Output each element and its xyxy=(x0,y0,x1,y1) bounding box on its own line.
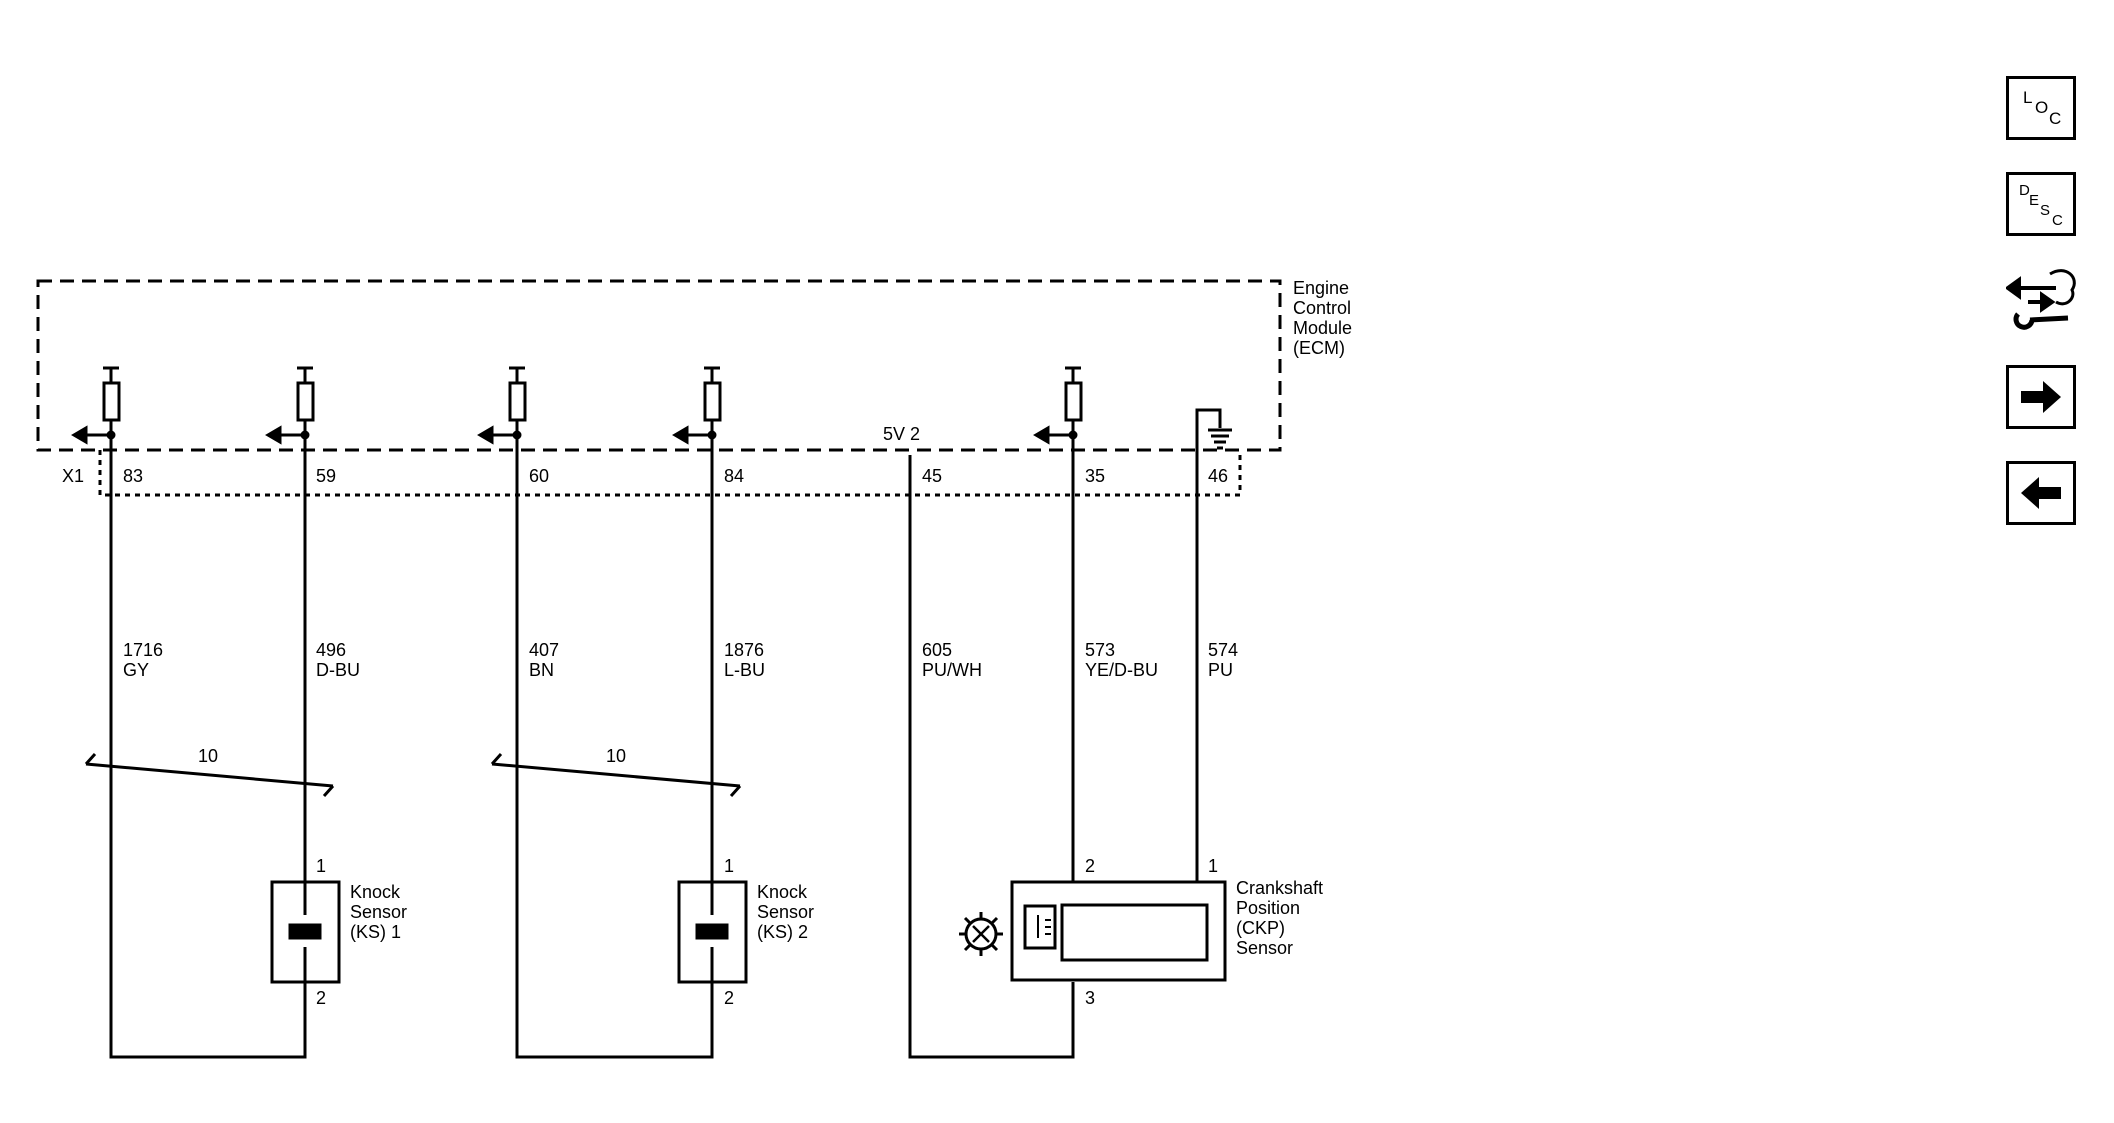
ckp-sensor xyxy=(1010,880,1227,982)
desc-letter-d: D xyxy=(2019,182,2030,199)
circuit-number-407: 407 xyxy=(529,640,559,660)
pin35-signal-arrow xyxy=(1033,425,1073,445)
pin35-pullup-resistor xyxy=(1064,366,1083,435)
x1-connector-boundary xyxy=(98,450,1242,497)
connector-label: X1 xyxy=(62,466,84,486)
pin83-pullup-resistor xyxy=(102,366,121,435)
ks1-pin-2: 2 xyxy=(316,988,326,1008)
pin-number-83: 83 xyxy=(123,466,143,486)
description-icon: D E S C xyxy=(2019,182,2063,229)
ks2-label-line-2: Sensor xyxy=(757,902,814,922)
ks2-label-line-1: Knock xyxy=(757,882,808,902)
wire-color-pu: PU xyxy=(1208,660,1233,680)
next-button[interactable] xyxy=(2006,365,2076,429)
arrow-right-icon xyxy=(2021,381,2061,413)
gear-icon xyxy=(959,912,1003,956)
ecm-boundary xyxy=(36,279,1282,452)
circuit-number-605: 605 xyxy=(922,640,952,660)
desc-letter-s: S xyxy=(2040,202,2050,219)
wire-circuit-1716 xyxy=(109,435,307,1059)
knock-sensor-1 xyxy=(270,880,341,984)
ckp-pin-3: 3 xyxy=(1085,988,1095,1008)
ks1-label-line-2: Sensor xyxy=(350,902,407,922)
ecm-label-line-4: (ECM) xyxy=(1293,338,1345,358)
pin84-signal-arrow xyxy=(672,425,712,445)
twisted-pair-label-1: 10 xyxy=(198,746,218,766)
ecm-label-line-2: Control xyxy=(1293,298,1351,318)
supply-label: 5V 2 xyxy=(883,424,920,444)
twisted-pair-label-2: 10 xyxy=(606,746,626,766)
wire-circuit-407 xyxy=(515,435,714,1059)
pin83-signal-arrow xyxy=(71,425,111,445)
wire-color-l-bu: L-BU xyxy=(724,660,765,680)
pin-number-35: 35 xyxy=(1085,466,1105,486)
ckp-label-line-1: Crankshaft xyxy=(1236,878,1323,898)
pin59-pullup-resistor xyxy=(296,366,315,435)
ks2-pin-2: 2 xyxy=(724,988,734,1008)
loc-letter-c: C xyxy=(2049,109,2061,128)
twisted-pair-indicator-2 xyxy=(490,752,742,798)
connector-repair-button[interactable] xyxy=(2004,258,2082,330)
ks1-pin-1: 1 xyxy=(316,856,326,876)
circuit-number-574: 574 xyxy=(1208,640,1238,660)
desc-letter-e: E xyxy=(2029,192,2039,209)
desc-letter-c: C xyxy=(2052,212,2063,229)
description-button[interactable]: D E S C xyxy=(2006,172,2076,236)
ks1-label-line-3: (KS) 1 xyxy=(350,922,401,942)
ecm-label-line-3: Module xyxy=(1293,318,1352,338)
arrow-left-icon xyxy=(2021,477,2061,509)
loc-letter-o: O xyxy=(2035,98,2048,117)
connector-repair-icon xyxy=(2004,269,2076,330)
ks1-label-line-1: Knock xyxy=(350,882,401,902)
previous-button[interactable] xyxy=(2006,461,2076,525)
pin-number-45: 45 xyxy=(922,466,942,486)
wire-color-d-bu: D-BU xyxy=(316,660,360,680)
location-button[interactable]: L O C xyxy=(2006,76,2076,140)
pin60-pullup-resistor xyxy=(508,366,527,435)
circuit-number-1716: 1716 xyxy=(123,640,163,660)
wire-color-ye-d-bu: YE/D-BU xyxy=(1085,660,1158,680)
loc-letter-l: L xyxy=(2023,88,2032,107)
circuit-number-573: 573 xyxy=(1085,640,1115,660)
ks2-label-line-3: (KS) 2 xyxy=(757,922,808,942)
pin-number-84: 84 xyxy=(724,466,744,486)
pin-number-60: 60 xyxy=(529,466,549,486)
pin84-pullup-resistor xyxy=(703,366,722,435)
location-icon: L O C xyxy=(2023,88,2061,128)
pin-number-59: 59 xyxy=(316,466,336,486)
pin60-signal-arrow xyxy=(477,425,517,445)
pin59-signal-arrow xyxy=(265,425,305,445)
wire-color-bn: BN xyxy=(529,660,554,680)
circuit-number-1876: 1876 xyxy=(724,640,764,660)
knock-sensor-2 xyxy=(677,880,748,984)
ckp-label-line-3: (CKP) xyxy=(1236,918,1285,938)
ckp-pin-2: 2 xyxy=(1085,856,1095,876)
wire-color-gy: GY xyxy=(123,660,149,680)
twisted-pair-indicator-1 xyxy=(84,752,335,798)
ckp-label-line-2: Position xyxy=(1236,898,1300,918)
ckp-pin-1: 1 xyxy=(1208,856,1218,876)
pin-number-46: 46 xyxy=(1208,466,1228,486)
pin46-ground-symbol xyxy=(1195,408,1232,460)
ckp-label-line-4: Sensor xyxy=(1236,938,1293,958)
ks2-pin-1: 1 xyxy=(724,856,734,876)
ecm-label-line-1: Engine xyxy=(1293,278,1349,298)
wire-circuit-605 xyxy=(908,455,1075,1059)
wire-color-pu-wh: PU/WH xyxy=(922,660,982,680)
circuit-number-496: 496 xyxy=(316,640,346,660)
